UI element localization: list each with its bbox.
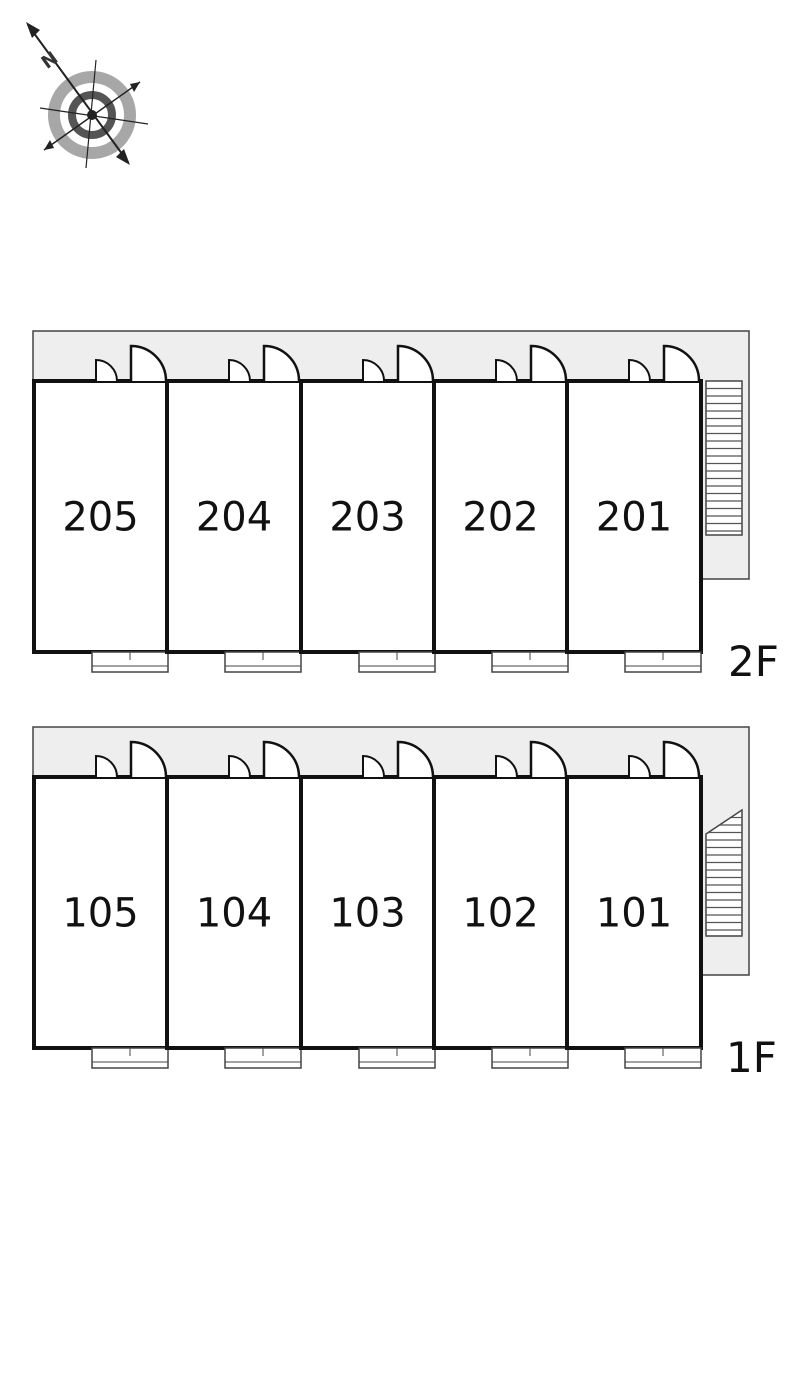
- small-door-icon: [628, 358, 651, 382]
- staircase-1f: [705, 808, 743, 937]
- floor-label-1f: 1F: [726, 1033, 777, 1082]
- compass-rose: N: [26, 22, 149, 169]
- unit-wall: [32, 775, 169, 1050]
- unit-number-label: 103: [329, 891, 405, 937]
- unit-number-label: 203: [329, 495, 405, 541]
- entrance-door-icon: [529, 740, 568, 778]
- unit-205: 205: [32, 344, 169, 673]
- unit-number-label: 204: [196, 495, 272, 541]
- floor-label-2f: 2F: [728, 637, 779, 686]
- entrance-door-icon: [129, 344, 168, 382]
- entrance-door-icon: [529, 344, 568, 382]
- entrance-door-icon: [396, 344, 435, 382]
- unit-number-label: 104: [196, 891, 272, 937]
- staircase-2f: [705, 380, 743, 536]
- balcony: [491, 1047, 569, 1069]
- balcony: [91, 651, 169, 673]
- balcony: [491, 651, 569, 673]
- small-door-icon: [495, 754, 518, 778]
- unit-202: 202: [432, 344, 569, 673]
- small-door-icon: [228, 358, 251, 382]
- small-door-icon: [95, 358, 118, 382]
- floor-1f: 105 104 103 102 101 1F: [32, 726, 777, 1082]
- small-door-icon: [495, 358, 518, 382]
- small-door-icon: [95, 754, 118, 778]
- compass-icon: [26, 22, 149, 169]
- unit-number-label: 102: [462, 891, 538, 937]
- unit-104: 104: [165, 740, 303, 1069]
- unit-203: 203: [299, 344, 436, 673]
- small-door-icon: [228, 754, 251, 778]
- unit-101: 101: [565, 740, 703, 1069]
- unit-wall: [165, 379, 303, 654]
- unit-102: 102: [432, 740, 569, 1069]
- unit-number-label: 205: [62, 495, 138, 541]
- balcony: [358, 1047, 436, 1069]
- floor-2f: 205 204 203 202 201 2F: [32, 330, 779, 686]
- unit-204: 204: [165, 344, 303, 673]
- unit-201: 201: [565, 344, 703, 673]
- small-door-icon: [362, 358, 385, 382]
- balcony: [624, 1047, 702, 1069]
- unit-number-label: 202: [462, 495, 538, 541]
- entrance-door-icon: [662, 344, 701, 382]
- entrance-door-icon: [662, 740, 701, 778]
- entrance-door-icon: [396, 740, 435, 778]
- entrance-door-icon: [262, 740, 301, 778]
- unit-103: 103: [299, 740, 436, 1069]
- unit-wall: [432, 775, 569, 1050]
- compass-north-label: N: [38, 48, 63, 74]
- unit-105: 105: [32, 740, 169, 1069]
- balcony: [91, 1047, 169, 1069]
- unit-number-label: 105: [62, 891, 138, 937]
- balcony: [224, 1047, 302, 1069]
- balcony: [624, 651, 702, 673]
- entrance-door-icon: [129, 740, 168, 778]
- unit-number-label: 201: [596, 495, 672, 541]
- small-door-icon: [362, 754, 385, 778]
- unit-wall: [299, 379, 436, 654]
- entrance-door-icon: [262, 344, 301, 382]
- balcony: [358, 651, 436, 673]
- unit-number-label: 101: [596, 891, 672, 937]
- balcony: [224, 651, 302, 673]
- small-door-icon: [628, 754, 651, 778]
- unit-wall: [299, 775, 436, 1050]
